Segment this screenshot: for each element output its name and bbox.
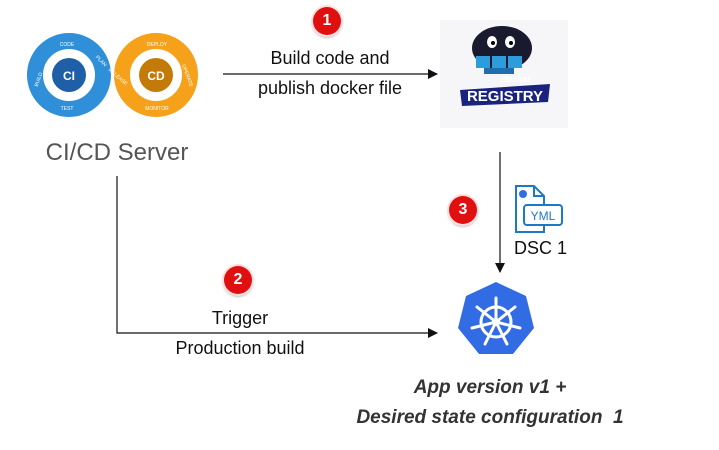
step-2-badge: 2 <box>224 266 252 294</box>
loop-word: BUILD <box>34 71 45 87</box>
step-1-label-line-1: Build code and <box>270 48 390 68</box>
ci-text: CI <box>63 69 75 83</box>
arrow-cicd-to-kubernetes <box>116 176 438 338</box>
step-2-label-line-2: Production build <box>175 338 305 358</box>
loop-word: CODE <box>60 42 75 48</box>
registry-big-text: REGISTRY <box>467 88 543 105</box>
yml-badge-text: YML <box>531 209 556 223</box>
cicd-server-label: CI/CD Server <box>45 139 189 166</box>
kubernetes-logo-icon <box>458 282 534 354</box>
loop-word: MONITOR <box>145 106 169 112</box>
yml-file-icon: YML <box>515 185 563 233</box>
step-3-badge: 3 <box>449 196 477 224</box>
kubernetes-caption-line-1: App version v1 + <box>413 377 567 398</box>
kubernetes-caption-line-2: Desired state configuration 1 <box>356 407 624 428</box>
cd-text: CD <box>147 69 165 83</box>
registry-small-text: docker <box>501 74 531 84</box>
step-1-badge: 1 <box>313 7 341 35</box>
step-1-label-line-2: publish docker file <box>257 78 403 98</box>
loop-word: TEST <box>61 106 74 112</box>
loop-word: DEPLOY <box>147 42 168 48</box>
config-file-label: DSC 1 <box>514 238 568 258</box>
docker-registry-logo-icon: docker REGISTRY <box>440 20 568 128</box>
cicd-logo-icon: CI CD CODE BUILD TEST PLAN RELEASE DEPLO… <box>27 33 198 117</box>
step-2-label-line-1: Trigger <box>211 308 269 328</box>
